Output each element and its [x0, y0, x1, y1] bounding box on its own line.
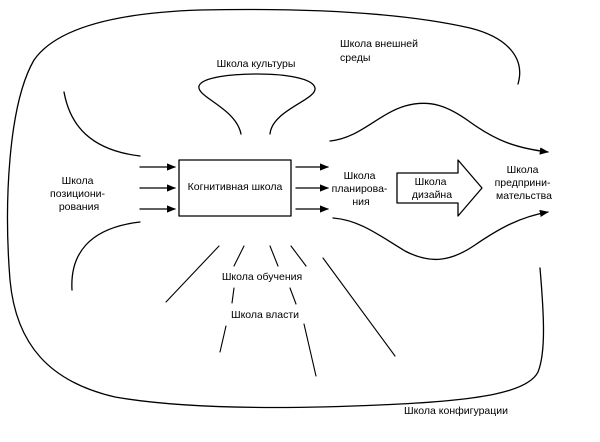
learning-line-far-right [290, 245, 307, 267]
power-line-right-upper [289, 287, 297, 305]
configuration-outer-curve [6, 8, 545, 409]
power-line-left-upper [231, 287, 235, 304]
label-cognitive: Когнитивная школа [188, 181, 283, 193]
learning-line-right [269, 245, 279, 267]
label-design: Школа дизайна [412, 176, 452, 201]
power-line-left-lower [219, 325, 227, 353]
positioning-bottom-curve [71, 221, 141, 291]
power-line-right-lower [303, 323, 317, 377]
positioning-top-curve [63, 91, 141, 157]
label-culture: Школа культуры [217, 58, 296, 70]
label-power: Школа власти [231, 309, 299, 321]
label-planning: Школа планирова- ния [332, 170, 391, 208]
label-positioning: Школа позициони- рования [50, 175, 108, 213]
flow-top-curve [329, 102, 549, 155]
label-configuration: Школа конфигурации [404, 405, 508, 417]
label-entrepreneurial: Школа предприни- мательства [495, 164, 554, 202]
power-line-far-right [322, 257, 396, 357]
design-school-arrow [396, 159, 483, 217]
learning-line-left [233, 245, 245, 267]
culture-funnel [198, 73, 316, 135]
learning-line-far-left [165, 245, 220, 303]
flow-bottom-curve [332, 209, 549, 261]
cognitive-school-box [178, 159, 292, 217]
label-external-environment: Школа внешней среды [340, 38, 421, 64]
label-learning: Школа обучения [222, 271, 302, 283]
